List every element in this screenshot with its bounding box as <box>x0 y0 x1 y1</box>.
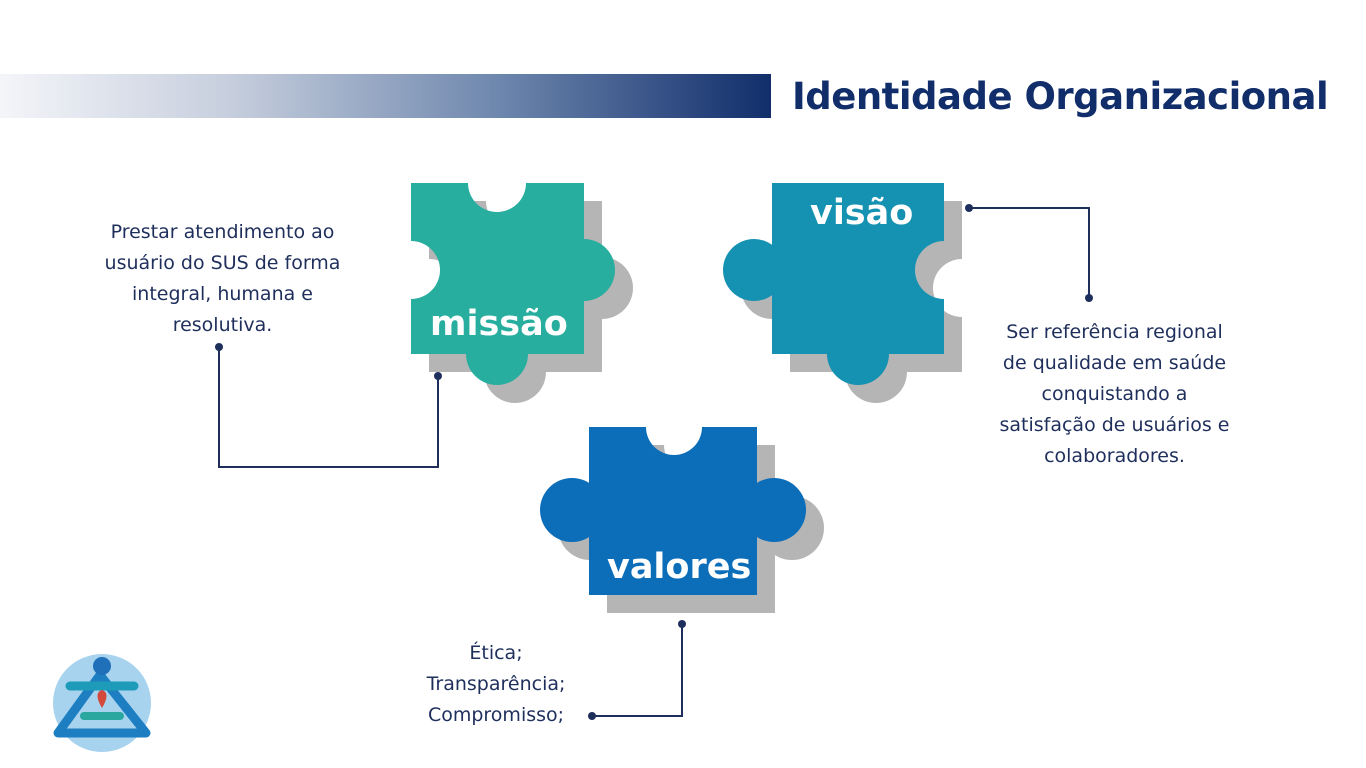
connector-dot <box>215 343 223 351</box>
connector-valores <box>592 624 683 717</box>
connector-visao <box>969 207 1090 298</box>
valores-item: Ética; <box>469 642 523 664</box>
puzzle-piece-valores <box>540 427 824 613</box>
label-missao: missão <box>430 304 568 344</box>
valores-item: Compromisso; <box>427 704 565 726</box>
page-title: Identidade Organizacional <box>792 75 1329 118</box>
connector-dot <box>678 620 686 628</box>
connector-missao <box>218 347 439 468</box>
connector-dot <box>434 372 442 380</box>
title-gradient-band <box>0 74 771 118</box>
label-valores: valores <box>607 547 752 587</box>
visao-text: Ser referência regional de qualidade em … <box>999 321 1230 467</box>
valores-list: Ética; Transparência; Compromisso; <box>396 638 596 731</box>
puzzle-piece-visao <box>723 183 962 403</box>
connector-dot <box>1085 294 1093 302</box>
connector-dot <box>965 204 973 212</box>
valores-item: Transparência; <box>426 673 566 695</box>
label-visao: visão <box>810 193 914 233</box>
missao-text: Prestar atendimento ao usuário do SUS de… <box>104 221 341 336</box>
connector-dot <box>588 712 596 720</box>
connector-lines <box>218 207 1090 717</box>
puzzle-piece-missao <box>411 183 633 403</box>
organization-logo-icon <box>53 654 151 752</box>
